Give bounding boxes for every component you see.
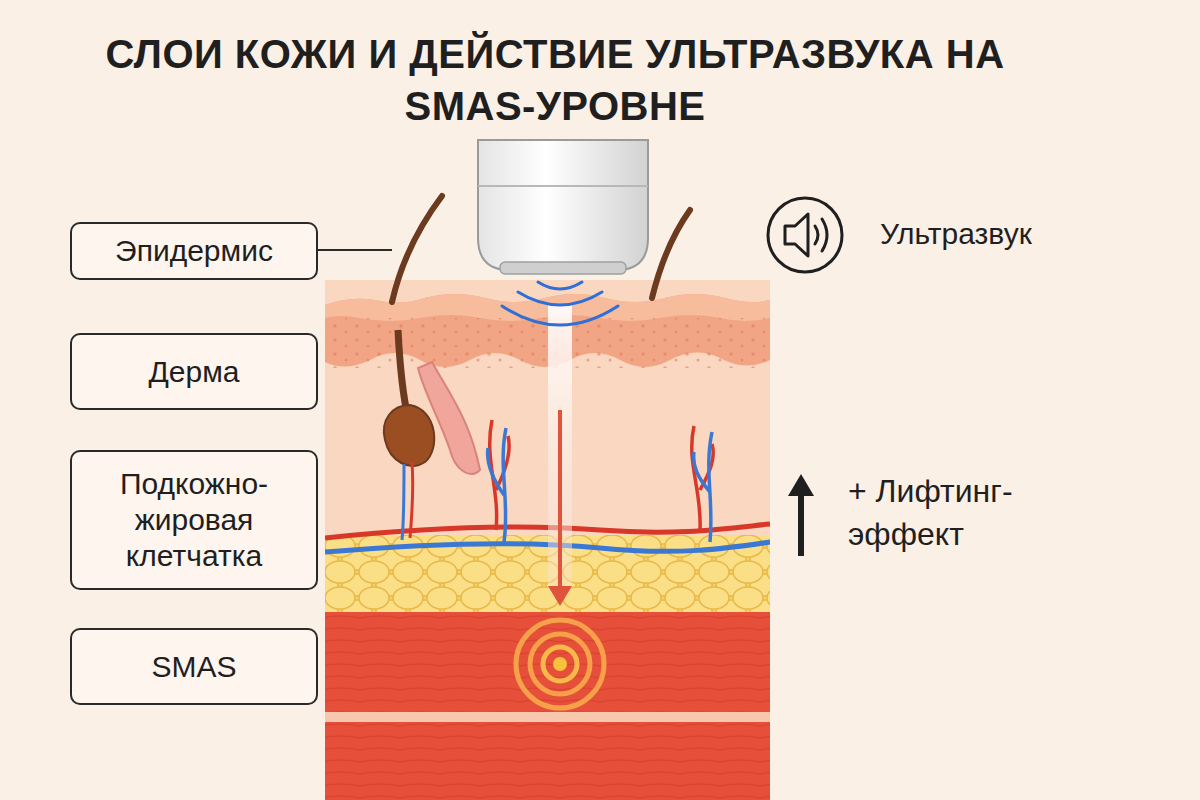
layer-name: Подкожно- жировая клетчатка — [84, 466, 304, 574]
layer-name: SMAS — [151, 649, 236, 685]
lifting-label: + Лифтинг- эффект — [848, 470, 1063, 556]
skin-block — [325, 280, 770, 800]
ultrasound-probe — [478, 140, 648, 274]
ultrasound-waves — [502, 282, 618, 325]
hair — [652, 210, 690, 298]
title: СЛОИ КОЖИ И ДЕЙСТВИЕ УЛЬТРАЗВУКА НА SMAS… — [75, 28, 1035, 132]
leader-line — [318, 249, 392, 251]
hair — [392, 196, 442, 302]
layer-label-box: SMAS — [70, 628, 318, 705]
lift-arrow — [788, 474, 814, 556]
speaker-icon — [768, 198, 842, 272]
layer-name: Дерма — [149, 354, 240, 390]
layer-name: Эпидермис — [115, 233, 273, 269]
layer-label-box: Эпидермис — [70, 222, 318, 280]
layer-label-box: Подкожно- жировая клетчатка — [70, 450, 318, 590]
layer-label-box: Дерма — [70, 333, 318, 410]
ultrasound-label: Ультразвук — [880, 214, 1140, 255]
